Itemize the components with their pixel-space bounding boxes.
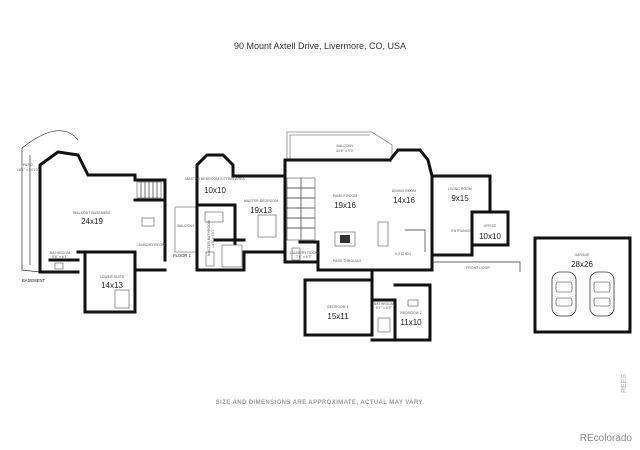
basement-bathroom-label: BATHROOM (50, 251, 70, 255)
office-wall (470, 210, 510, 247)
garage-wall (533, 236, 632, 334)
west-balcony-outline (174, 206, 198, 253)
master-sitting-label: MASTER BEDROOM SITTING AREA (185, 177, 245, 181)
lower-suite-bed (114, 289, 130, 309)
laundry-main-wall (283, 250, 320, 264)
dining-bay-wall (387, 148, 434, 178)
basement-bathroom-size: 9'6" x 6'1" (52, 255, 69, 259)
floor1-stairs (286, 177, 316, 241)
master-bath-size: 14'5" x 13'1" (211, 227, 215, 248)
master-sitting-wall (195, 153, 235, 207)
kitchen-island (377, 221, 389, 247)
walkout-basement-dim: 24x19 (81, 217, 103, 226)
laundry-main-label: LAUNDRY ROOM (290, 251, 319, 255)
office-dim: 10x10 (479, 232, 501, 241)
car-left-icon (551, 271, 577, 317)
patio-edge (21, 148, 41, 273)
garage-dim: 28x26 (571, 260, 593, 269)
master-closet (221, 244, 243, 268)
main-bathroom-wall (370, 298, 397, 342)
master-sitting-dim: 10x10 (204, 186, 226, 195)
bedroom1-label: BEDROOM 1 (327, 305, 348, 309)
basement-west-wall (38, 198, 80, 274)
car-right-icon (589, 271, 615, 317)
basement-level-label: BASEMENT (22, 278, 45, 283)
master-vanity (205, 251, 215, 267)
master-bedroom-label: MASTER BEDROOM (244, 199, 278, 203)
laundry-main-size: 7'8" x 6'3" (296, 255, 313, 259)
walkout-basement-label: WALKOUT BASEMENT (73, 211, 111, 215)
floor1-level: BALCONY MASTER BEDROOM SITTING AREA 10x1… (173, 131, 521, 342)
master-tub (204, 211, 224, 223)
patio-size: 18'1" x 24'10" (17, 168, 40, 172)
front-walk (432, 261, 521, 272)
north-balcony-size: 33'6" x 9'3" (336, 149, 355, 153)
kitchen-counter (405, 229, 426, 252)
disclaimer-text: SIZE AND DIMENSIONS ARE APPROXIMATE, ACT… (215, 400, 425, 406)
master-bath-label: MASTER BATHROOM (207, 220, 211, 256)
brand-logo: REcolorado (579, 433, 632, 444)
pass-through-wall (316, 240, 374, 287)
master-bath-wall (195, 203, 237, 254)
main-bathroom-label: BATHROOM (374, 302, 394, 306)
front-door-label: FRONT DOOR (466, 266, 490, 270)
lower-suite-dim: 14x13 (101, 281, 123, 290)
bedroom2-desk (407, 299, 419, 307)
basement-outer-wall (38, 150, 167, 262)
north-balcony-outline (286, 131, 393, 160)
living-room-wall (430, 174, 492, 214)
main-bathroom-size: 8'1" x 5'9" (376, 306, 393, 310)
north-balcony-label: BALCONY (337, 144, 355, 148)
living-room-dim: 9x15 (451, 194, 469, 203)
dining-room-label: DINING ROOM (392, 189, 417, 193)
garage: GARAGE 28x26 (533, 236, 632, 334)
bedroom1-dim: 15x11 (327, 312, 349, 321)
master-bedroom-dim: 19x13 (250, 206, 272, 215)
lower-suite-wall (83, 250, 137, 314)
west-balcony-label: BALCONY (178, 224, 196, 228)
entrance-label: ENTRANCE (451, 229, 471, 233)
office-label: OFFICE (483, 224, 497, 228)
basement-level: PATIO 18'1" x 24'10" WALKOUT BASEMENT 24… (17, 130, 167, 314)
north-balcony-inner (289, 134, 370, 160)
bedroom1-wall (303, 278, 374, 337)
family-room-label: FAMILY ROOM (333, 194, 357, 198)
bedroom2-label: BEDROOM 2 (400, 311, 421, 315)
lower-suite-label: LOWER SUITE (100, 275, 125, 279)
garage-label: GARAGE (574, 253, 590, 257)
basement-laundry-label: LAUNDRY ROOM (137, 243, 166, 247)
dining-room-dim: 14x16 (393, 196, 415, 205)
patio-outline (21, 130, 79, 149)
plan-title: 90 Mount Axtell Drive, Livermore, CO, US… (233, 41, 407, 51)
basement-fixture (141, 217, 155, 227)
family-room-dim: 19x16 (334, 201, 356, 210)
main-bath-tub (377, 317, 391, 333)
vertical-brand-mark: REES (621, 373, 628, 393)
bedroom2-wall (393, 283, 432, 342)
kitchen-east-wall (430, 174, 474, 257)
basement-stairs (136, 181, 162, 199)
laundry-appliance (291, 247, 301, 261)
basement-mid-wall (76, 250, 167, 272)
kitchen-south-wall (370, 253, 434, 272)
fireplace (340, 235, 350, 243)
floor1-level-label: FLOOR 1 (173, 253, 192, 258)
family-room-north-wall (283, 158, 392, 178)
patio-label: PATIO (23, 163, 33, 167)
basement-sink (54, 262, 64, 270)
master-bed (257, 214, 277, 238)
living-room-label: LIVING ROOM (448, 187, 472, 191)
pass-through-label: PASS THROUGH (333, 259, 361, 263)
kitchen-label: KITCHEN (395, 252, 411, 256)
bedroom2-dim: 11x10 (400, 318, 422, 327)
